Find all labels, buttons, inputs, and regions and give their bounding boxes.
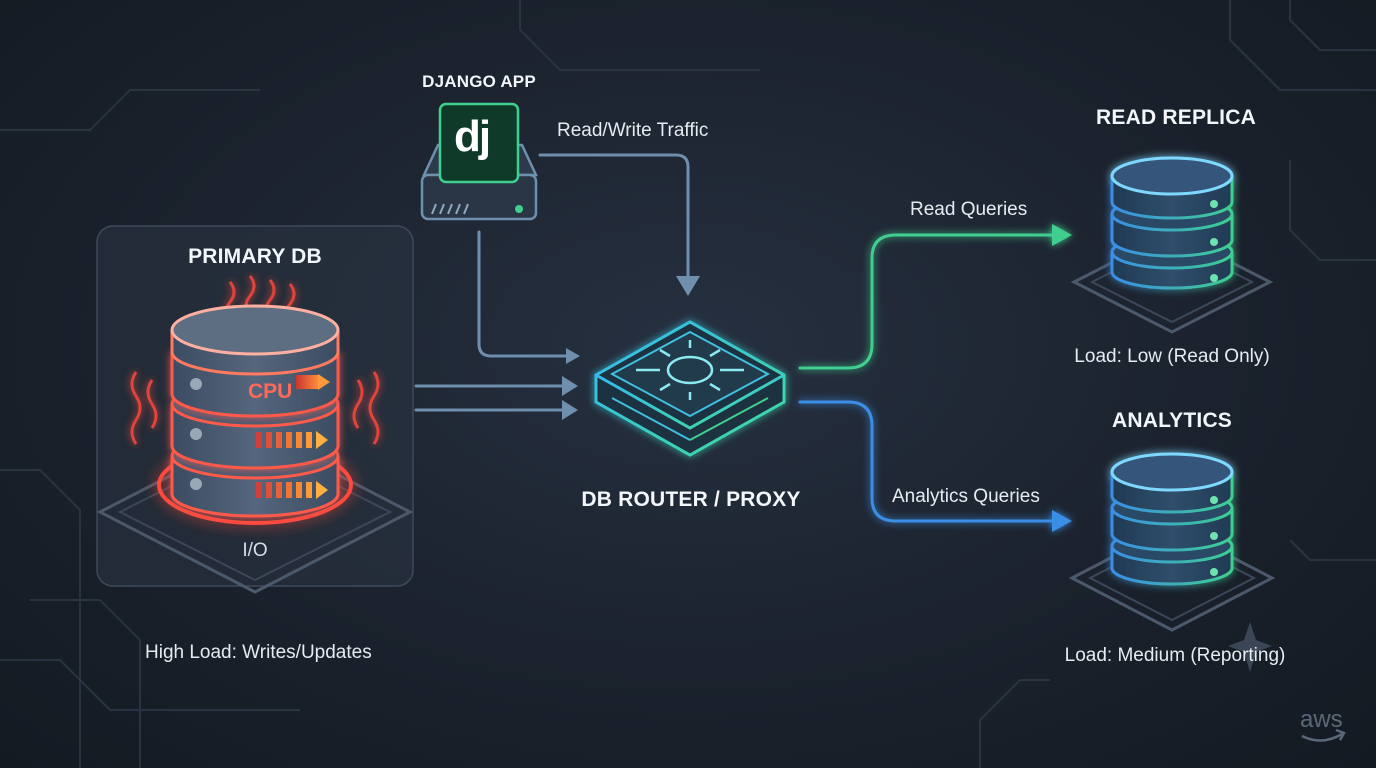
primary-db-load-label: High Load: Writes/Updates — [145, 642, 372, 663]
analytics-title: ANALYTICS — [1111, 409, 1233, 432]
aws-watermark: aws — [1300, 706, 1343, 733]
django-app-title: DJANGO APP — [422, 72, 536, 91]
analytics-queries-label: Analytics Queries — [892, 486, 1040, 507]
cpu-load-bar — [296, 374, 330, 390]
cpu-label: CPU — [248, 380, 293, 403]
primary-db-cylinder-icon — [170, 304, 340, 518]
django-logo-icon — [438, 102, 520, 184]
io-label: I/O — [242, 540, 268, 561]
app-to-router-connector — [477, 230, 580, 364]
read-write-traffic-connector — [538, 153, 700, 296]
db-router-title: DB ROUTER / PROXY — [581, 488, 801, 511]
read-queries-label: Read Queries — [910, 199, 1028, 220]
primary-to-router-connector — [414, 376, 578, 420]
io-load-bar-2 — [256, 481, 328, 499]
io-load-bar-1 — [256, 431, 328, 449]
analytics-db-icon — [1068, 452, 1276, 632]
router-hub-icon — [636, 340, 744, 400]
read-replica-title: READ REPLICA — [1096, 106, 1256, 129]
read-replica-load-label: Load: Low (Read Only) — [1074, 346, 1270, 367]
server-status-led — [515, 205, 523, 213]
router-to-analytics-connector — [798, 400, 1072, 532]
read-replica-db-icon — [1070, 156, 1274, 334]
aws-smile-icon — [1301, 732, 1343, 742]
django-logo-text: dj — [454, 112, 491, 161]
primary-db-panel — [96, 225, 414, 594]
read-write-traffic-label: Read/Write Traffic — [557, 120, 709, 141]
django-app-server-icon — [420, 102, 538, 221]
db-router-icon — [594, 320, 786, 457]
sparkle-icon — [1228, 622, 1272, 672]
analytics-load-label: Load: Medium (Reporting) — [1064, 645, 1286, 666]
router-to-read-replica-connector — [798, 224, 1072, 370]
primary-db-title: PRIMARY DB — [188, 245, 322, 268]
